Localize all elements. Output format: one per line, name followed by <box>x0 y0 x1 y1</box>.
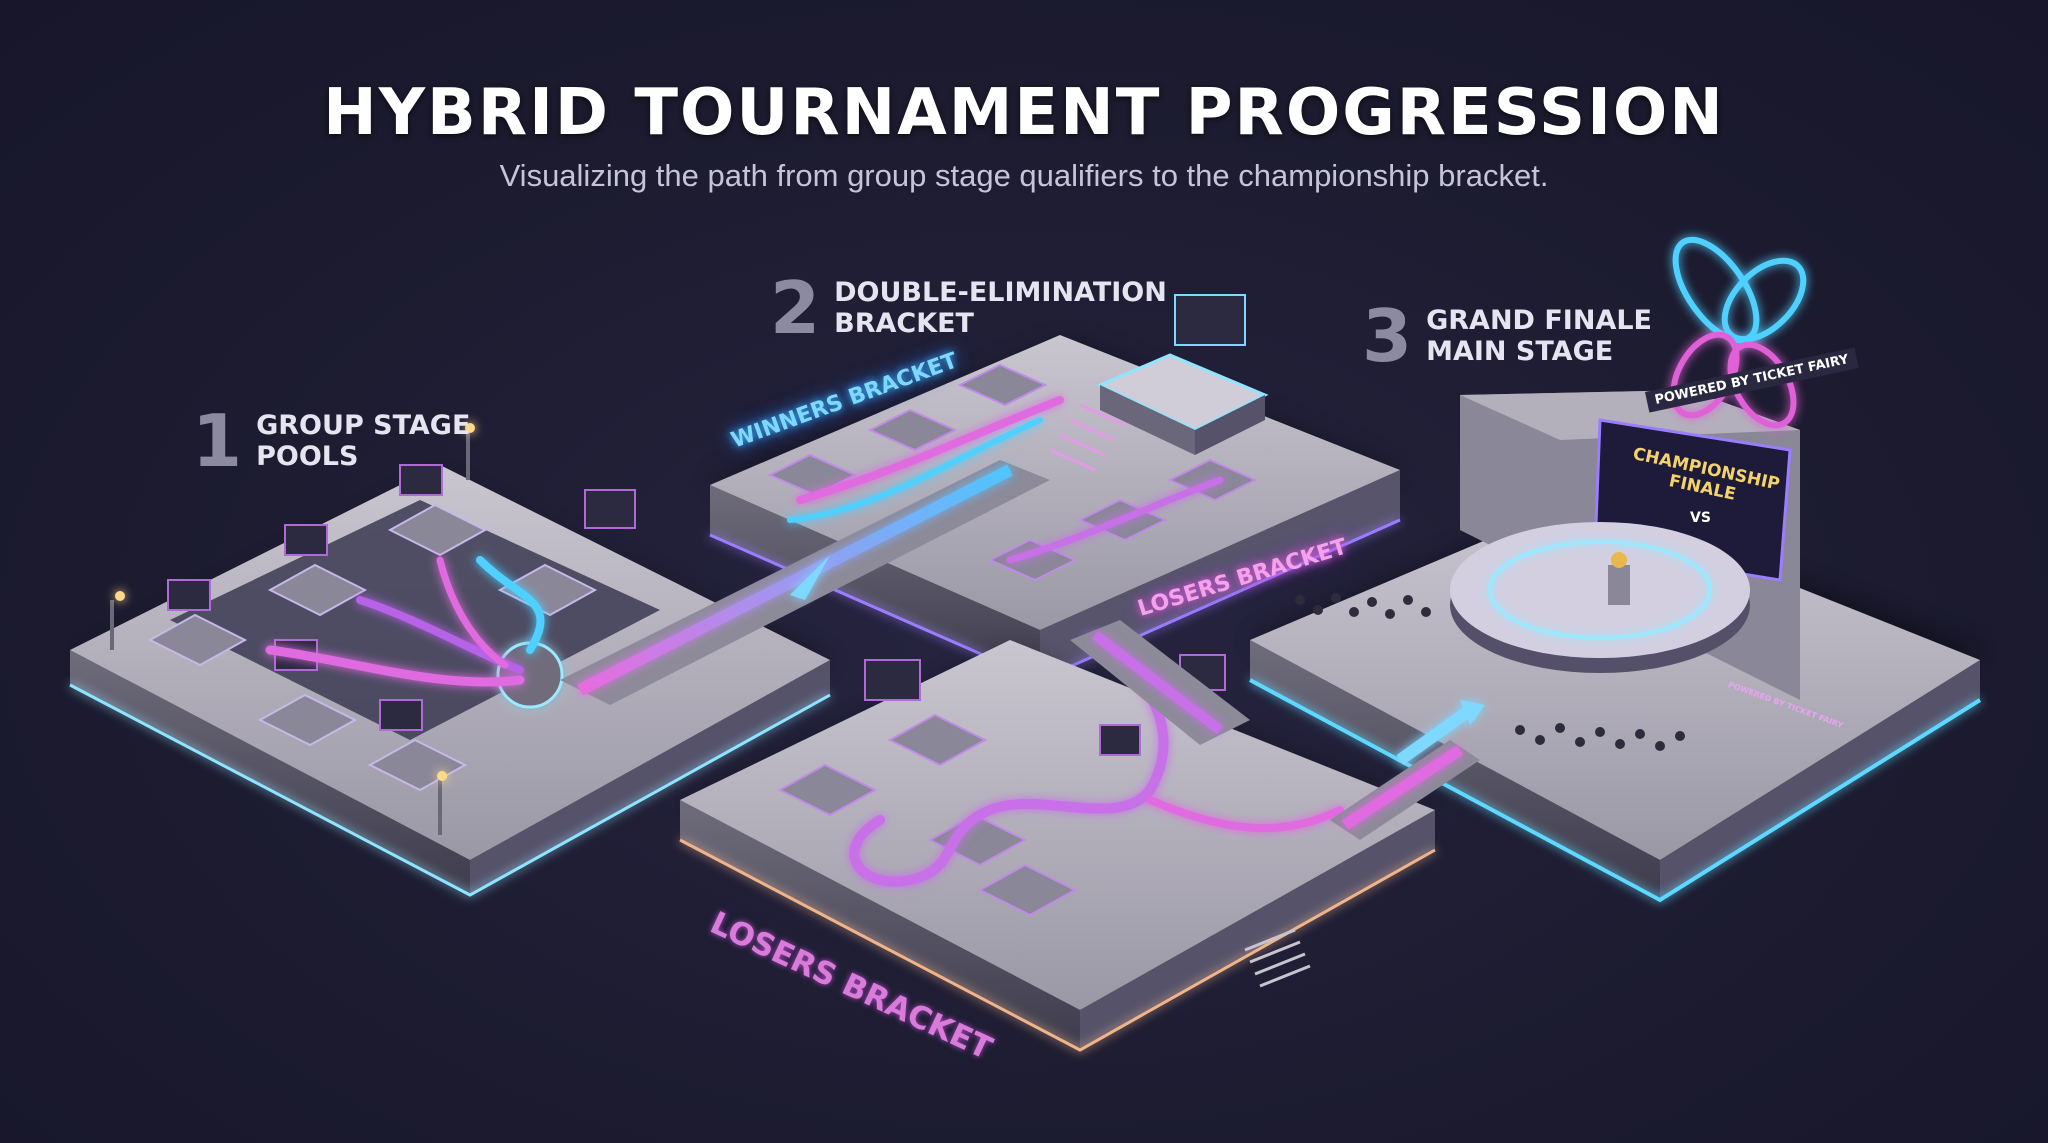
stage-2-title: DOUBLE-ELIMINATION BRACKET <box>834 276 1167 339</box>
stage-3-label: 3 GRAND FINALE MAIN STAGE <box>1362 300 1652 372</box>
stage-1-label: 1 GROUP STAGE POOLS <box>192 405 470 477</box>
losers-bracket-platform <box>679 635 1436 1052</box>
stage-3-number: 3 <box>1362 294 1413 378</box>
page-subtitle: Visualizing the path from group stage qu… <box>499 158 1549 193</box>
stage-2-number: 2 <box>770 266 821 350</box>
versus-label: VS <box>1690 510 1711 526</box>
stage-1-number: 1 <box>192 399 243 483</box>
group-stage-platform <box>69 423 831 897</box>
stage-2-label: 2 DOUBLE-ELIMINATION BRACKET <box>770 272 1167 344</box>
ramp-to-losers <box>1070 620 1250 745</box>
stage-1-title: GROUP STAGE POOLS <box>256 409 471 472</box>
stage-3-title: GRAND FINALE MAIN STAGE <box>1426 304 1652 367</box>
page-title: HYBRID TOURNAMENT PROGRESSION <box>323 76 1725 150</box>
ramp-to-winners <box>560 460 1050 705</box>
grand-finale-platform <box>1249 390 1982 903</box>
